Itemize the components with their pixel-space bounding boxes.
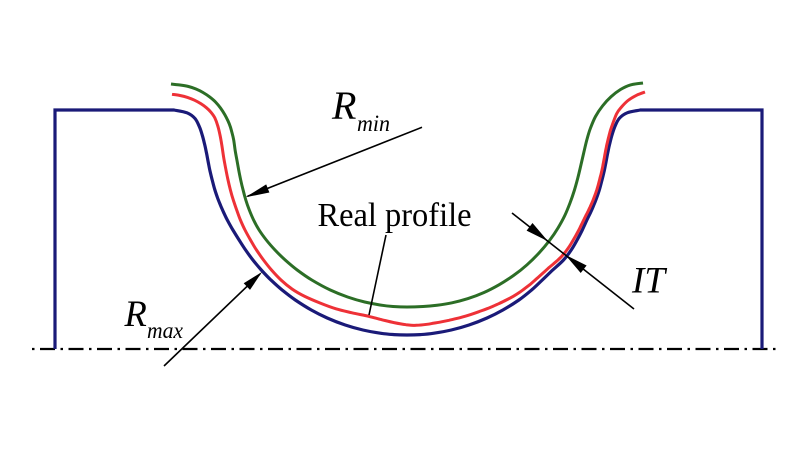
svg-text:R: R [331,83,356,128]
svg-text:Real profile: Real profile [318,197,472,234]
svg-text:IT: IT [631,260,668,301]
svg-text:min: min [357,111,390,136]
svg-text:R: R [124,293,147,334]
svg-text:max: max [147,318,184,343]
